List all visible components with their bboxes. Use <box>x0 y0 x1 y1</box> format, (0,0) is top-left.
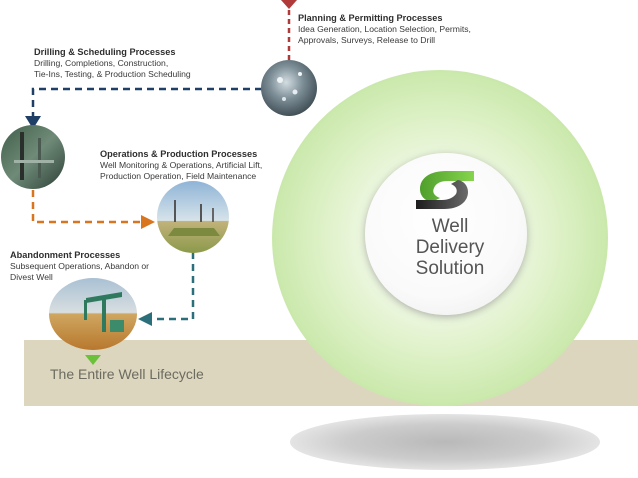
operations-desc-line1: Well Monitoring & Operations, Artificial… <box>100 160 263 170</box>
abandonment-connector <box>138 252 195 326</box>
lifecycle-marker-icon <box>85 355 101 365</box>
drilling-desc-line2: Tie-Ins, Testing, & Production Schedulin… <box>34 69 191 79</box>
operations-title: Operations & Production Processes <box>100 149 258 159</box>
drilling-desc-line1: Drilling, Completions, Construction, <box>34 58 169 68</box>
solution-title: Well Delivery Solution <box>395 216 505 279</box>
abandonment-title: Abandonment Processes <box>10 250 121 260</box>
solution-line-well: Well <box>431 216 469 237</box>
operations-connector <box>31 190 155 229</box>
planning-photo <box>261 60 317 116</box>
solution-line-solution: Solution <box>415 258 485 279</box>
operations-desc-line2: Production Operation, Field Maintenance <box>100 171 257 181</box>
abandonment-photo <box>49 278 137 350</box>
drilling-connector <box>25 87 262 129</box>
operations-photo <box>157 181 229 253</box>
lifecycle-label: The Entire Well Lifecycle <box>50 366 204 382</box>
drilling-title: Drilling & Scheduling Processes <box>34 47 176 57</box>
solution-line-delivery: Delivery <box>415 237 485 258</box>
abandonment-desc-line2: Divest Well <box>10 272 53 282</box>
planning-desc-line1: Idea Generation, Location Selection, Per… <box>298 24 471 34</box>
abandonment-desc-line1: Subsequent Operations, Abandon or <box>10 261 150 271</box>
planning-title: Planning & Permitting Processes <box>298 13 443 23</box>
planning-desc-line2: Approvals, Surveys, Release to Drill <box>298 35 436 45</box>
planning-arrow <box>281 0 297 60</box>
solution-shadow <box>290 414 600 470</box>
drilling-photo <box>1 125 65 189</box>
